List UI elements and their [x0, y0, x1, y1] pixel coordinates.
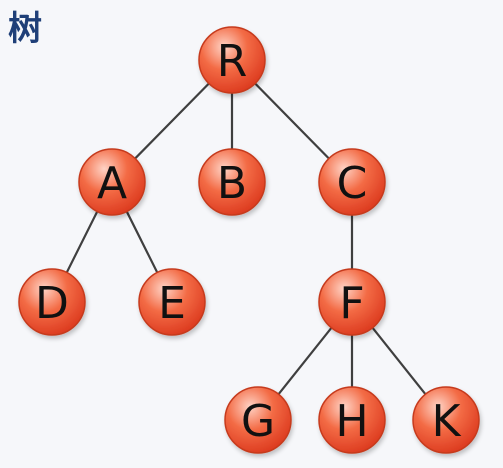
node-d: D: [18, 268, 86, 336]
node-circle: [138, 268, 206, 336]
node-f: F: [318, 268, 386, 336]
node-circle: [198, 148, 266, 216]
node-circle: [412, 386, 480, 454]
node-circle: [318, 268, 386, 336]
node-label: H: [335, 396, 368, 447]
node-label: E: [158, 278, 186, 329]
node-label: A: [97, 158, 127, 209]
node-circle: [318, 386, 386, 454]
node-label: D: [35, 278, 69, 329]
edges-layer: [51, 59, 447, 421]
node-label: B: [217, 158, 247, 209]
node-label: G: [241, 396, 275, 447]
node-circle: [78, 148, 146, 216]
node-c: C: [318, 148, 386, 216]
nodes-layer: R A B C D E F G H K: [18, 26, 480, 454]
node-label: F: [339, 278, 364, 329]
diagram-title: 树: [8, 9, 42, 49]
node-g: G: [224, 386, 292, 454]
node-circle: [318, 148, 386, 216]
node-h: H: [318, 386, 386, 454]
node-circle: [18, 268, 86, 336]
node-a: A: [78, 148, 146, 216]
node-label: R: [217, 36, 248, 87]
node-k: K: [412, 386, 480, 454]
node-b: B: [198, 148, 266, 216]
node-circle: [224, 386, 292, 454]
node-label: C: [337, 158, 368, 209]
node-circle: [198, 26, 266, 94]
node-r: R: [198, 26, 266, 94]
node-e: E: [138, 268, 206, 336]
node-label: K: [432, 396, 462, 447]
